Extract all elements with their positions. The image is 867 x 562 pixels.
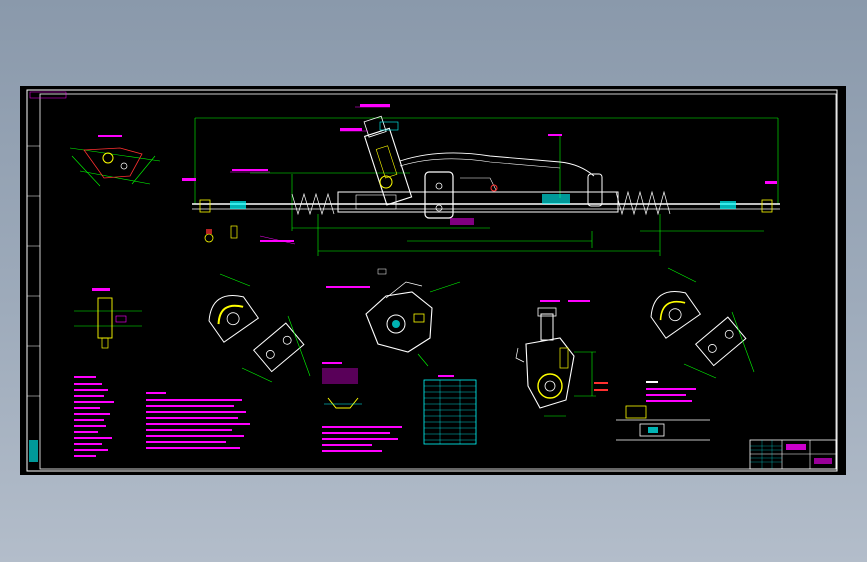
- outer-frame: [26, 89, 838, 472]
- mount-bracket-icon: [208, 273, 311, 383]
- title-block[interactable]: [749, 439, 837, 470]
- drawing-number-box: [29, 91, 67, 99]
- shaft-detail-view: [616, 381, 710, 441]
- parts-list-table: [423, 375, 477, 445]
- seal-detail-view: [322, 362, 402, 452]
- pinion-tower-view: [515, 300, 608, 417]
- steering-rack-icon: [182, 104, 780, 256]
- technical-notes-center: [146, 392, 250, 449]
- section-view-fan: [69, 135, 161, 187]
- left-zone-strip: [27, 145, 40, 462]
- valve-housing-view: [326, 268, 461, 367]
- inner-frame: [39, 93, 837, 470]
- drawing-canvas[interactable]: [20, 86, 846, 475]
- mount-bracket-icon: [650, 267, 755, 379]
- pinion-housing-icon: [74, 288, 142, 349]
- technical-notes-left: [74, 376, 114, 457]
- cad-drawing-sheet[interactable]: [20, 86, 846, 475]
